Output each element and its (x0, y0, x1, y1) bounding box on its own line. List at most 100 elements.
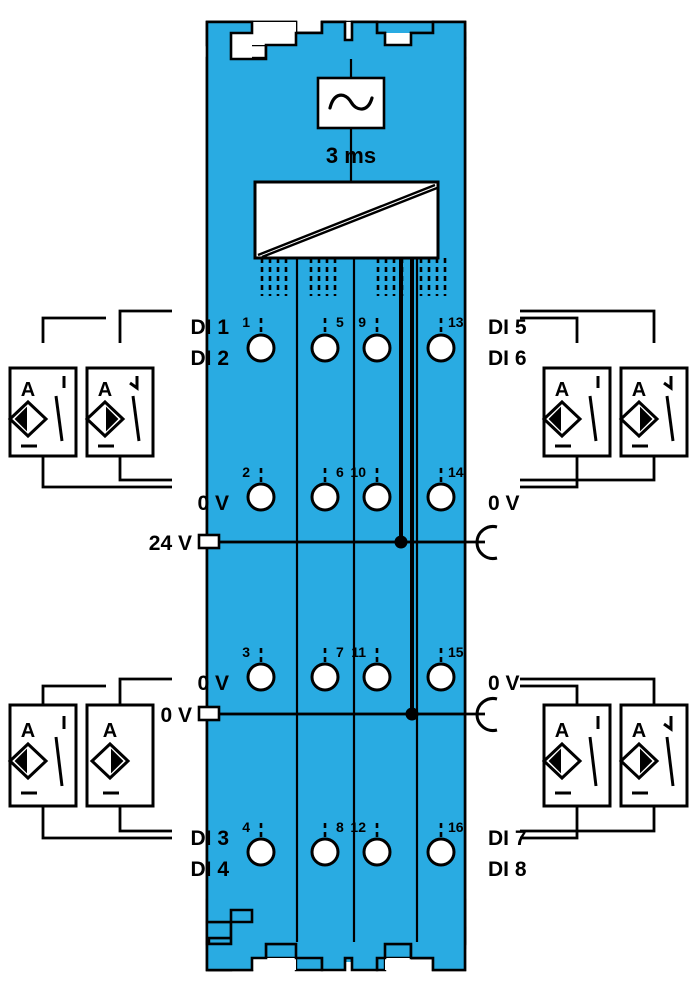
sensor-di2[interactable]: A (84, 366, 155, 458)
sensor-di2-letter: A (98, 379, 112, 401)
sensor-di4-diamond-icon (89, 741, 131, 781)
label-di7: DI 7 (488, 827, 527, 850)
ac-sine-wave-icon (328, 93, 374, 111)
sensor-di8-letter: A (632, 720, 646, 742)
terminal-7-number: 7 (336, 644, 344, 660)
sensor-di2-nc-contact-icon (129, 376, 141, 442)
terminal-8[interactable]: 8 (310, 819, 344, 867)
label-di1: DI 1 (190, 316, 229, 339)
internal-bus-bars (399, 258, 414, 714)
terminal-14[interactable]: 14 (426, 464, 464, 512)
terminal-16-number: 16 (448, 819, 464, 835)
terminal-4-number: 4 (242, 819, 250, 835)
terminal-12[interactable]: 12 (350, 819, 392, 867)
terminal-12-number: 12 (350, 819, 366, 835)
terminal-2-number: 2 (242, 464, 250, 480)
sensor-di2-diamond-icon (84, 399, 126, 439)
open-arc-connector-24v-icon (475, 525, 498, 560)
terminal-15[interactable]: 15 (426, 644, 464, 692)
label-di3: DI 3 (190, 827, 229, 850)
sensor-di6[interactable]: A (618, 366, 689, 458)
sensor-group-top-left: A A (7, 309, 172, 489)
sensor-di8-nc-contact-icon (663, 716, 675, 787)
isolation-block-group (253, 180, 440, 260)
terminal-1-number: 1 (242, 314, 250, 330)
terminal-6-number: 6 (336, 464, 344, 480)
terminal-9-number: 9 (358, 314, 366, 330)
supply-0v-line: 0 V (160, 697, 498, 732)
terminal-10-number: 10 (350, 464, 366, 480)
terminal-15-number: 15 (448, 644, 464, 660)
isolation-pin-combs (260, 258, 447, 296)
label-di2: DI 2 (190, 347, 229, 370)
sensor-group-bottom-right: A A (520, 677, 689, 840)
terminal-row-2: 2 6 10 14 (242, 464, 464, 512)
label-di4: DI 4 (190, 858, 229, 881)
label-di5: DI 5 (488, 316, 527, 339)
label-0v-right-upper: 0 V (488, 492, 520, 515)
open-arc-connector-0v-icon (475, 697, 498, 732)
module-column-separators (295, 258, 419, 942)
sensor-di3-diamond-icon (7, 741, 49, 781)
supply-24v-terminal-icon[interactable] (197, 533, 221, 550)
sensor-di1-letter: A (21, 379, 35, 401)
terminal-1[interactable]: 1 (242, 314, 276, 363)
label-di8: DI 8 (488, 858, 527, 881)
terminal-13-number: 13 (448, 314, 464, 330)
sensor-di1-diamond-icon (7, 399, 49, 439)
sensor-di7-diamond-icon (541, 741, 583, 781)
terminal-3[interactable]: 3 (242, 644, 276, 692)
sensor-di8-diamond-icon (618, 741, 660, 781)
supply-24v-line: 24 V (149, 525, 498, 560)
terminal-10[interactable]: 10 (350, 464, 392, 512)
sensor-di1-no-contact-icon (54, 376, 66, 442)
label-di6: DI 6 (488, 347, 527, 370)
terminal-11-number: 11 (351, 644, 366, 660)
terminal-14-number: 14 (448, 464, 464, 480)
terminal-16[interactable]: 16 (426, 819, 464, 867)
sensor-di5-diamond-icon (541, 399, 583, 439)
filter-time-label: 3 ms (326, 143, 376, 168)
sensor-di7-letter: A (555, 720, 569, 742)
label-0v-left-upper: 0 V (197, 492, 229, 515)
junction-dot-24v (394, 535, 408, 549)
sensor-di6-letter: A (632, 379, 646, 401)
terminal-4[interactable]: 4 (242, 819, 276, 867)
terminal-8-number: 8 (336, 819, 344, 835)
sensor-di5-letter: A (555, 379, 569, 401)
sensor-di5[interactable]: A (541, 366, 612, 458)
terminal-2[interactable]: 2 (242, 464, 276, 512)
sensor-di7-no-contact-icon (588, 716, 600, 787)
sensor-di5-no-contact-icon (588, 376, 600, 442)
sensor-group-top-right: A A (520, 309, 689, 489)
sensor-di6-diamond-icon (618, 399, 660, 439)
label-0v-right-lower: 0 V (488, 672, 520, 695)
sensor-di4[interactable]: A (85, 703, 155, 808)
sensor-di8[interactable]: A (618, 703, 689, 808)
module-text-labels: DI 1 DI 2 DI 5 DI 6 0 V 0 V 0 V 0 V DI 3… (190, 316, 526, 881)
terminal-9[interactable]: 9 (358, 314, 392, 363)
terminal-3-number: 3 (242, 644, 250, 660)
supply-0v-terminal-icon[interactable] (197, 705, 221, 722)
sensor-di3[interactable]: A (7, 703, 78, 808)
terminal-7[interactable]: 7 (310, 644, 344, 692)
terminal-5[interactable]: 5 (310, 314, 344, 363)
sensor-di1[interactable]: A (7, 366, 78, 458)
terminal-11[interactable]: 11 (351, 644, 392, 692)
terminal-row-4: 4 8 12 16 (242, 819, 464, 867)
terminal-row-3: 3 7 11 15 (242, 644, 464, 692)
sensor-di4-letter: A (103, 720, 117, 742)
sensor-di7[interactable]: A (541, 703, 612, 808)
sensor-di6-nc-contact-icon (663, 376, 675, 442)
label-0v-left-lower: 0 V (197, 672, 229, 695)
sensor-di3-letter: A (21, 720, 35, 742)
terminal-6[interactable]: 6 (310, 464, 344, 512)
sensor-group-bottom-left: A A (7, 677, 172, 840)
terminal-13[interactable]: 13 (426, 314, 464, 363)
junction-dot-0v (405, 707, 419, 721)
terminal-row-1: 1 5 9 13 (242, 314, 464, 363)
supply-24v-label: 24 V (149, 532, 192, 555)
terminal-5-number: 5 (336, 314, 344, 330)
